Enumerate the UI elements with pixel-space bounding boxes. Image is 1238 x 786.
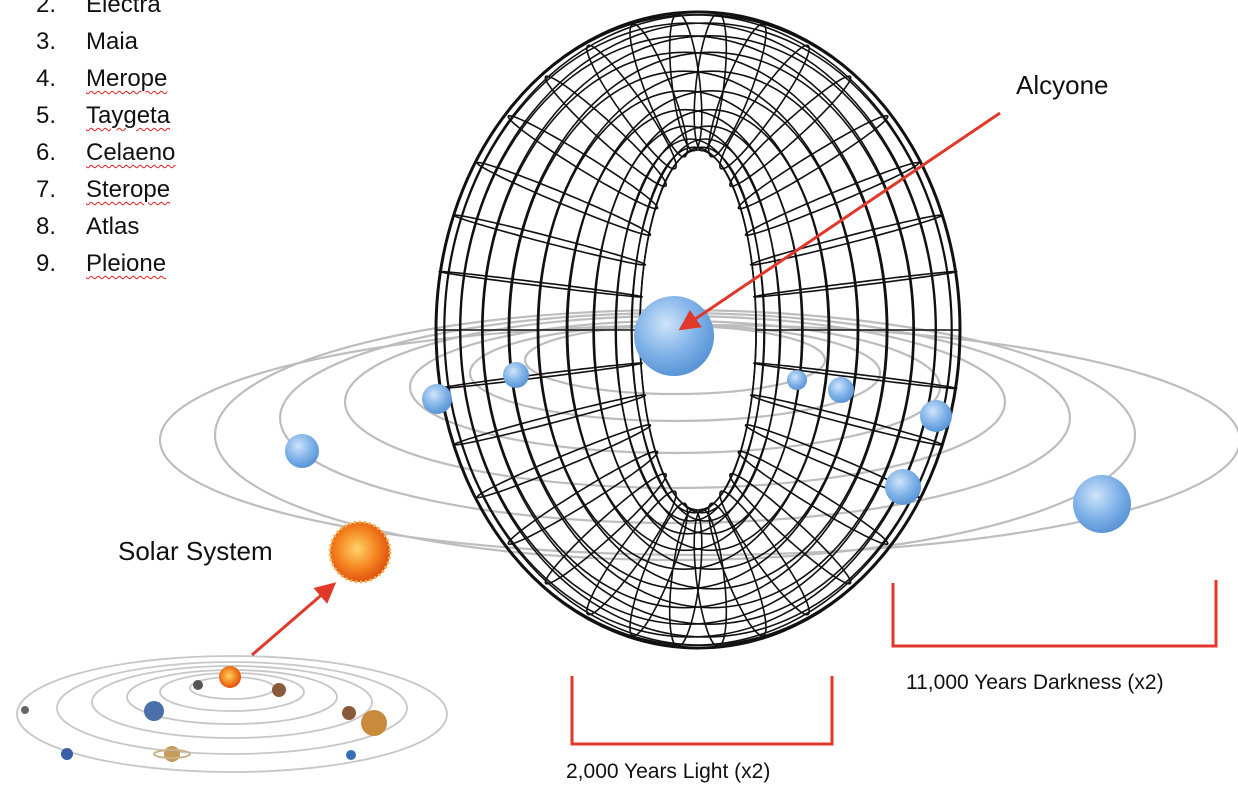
planet xyxy=(787,370,807,390)
saturn-ring xyxy=(153,749,191,759)
torus-meridian xyxy=(507,450,659,546)
star-name: Electra xyxy=(86,0,161,18)
torus-meridian xyxy=(744,161,920,236)
star-name: Celaeno xyxy=(86,139,176,166)
torus-meridian xyxy=(544,75,668,188)
alcyone-arrow xyxy=(678,111,1001,331)
torus-meridian xyxy=(476,161,652,236)
star-name: Sterope xyxy=(86,176,171,203)
torus-meridian xyxy=(728,75,852,188)
solar-system-arrow xyxy=(251,582,337,657)
torus-parallel xyxy=(614,125,803,535)
star-name: Maia xyxy=(86,28,139,55)
solar-planet xyxy=(21,706,29,714)
solar-system-label: Solar System xyxy=(118,536,273,566)
torus-parallel xyxy=(592,108,830,552)
torus-meridian xyxy=(728,472,852,585)
light-bracket xyxy=(570,676,834,746)
solar-planet xyxy=(164,746,180,762)
planet xyxy=(920,400,952,432)
alcyone-label: Alcyone xyxy=(1016,70,1109,100)
darkness-bracket xyxy=(891,580,1218,648)
torus-meridian xyxy=(737,450,889,546)
solar-planet xyxy=(193,680,203,690)
planet xyxy=(1073,475,1131,533)
torus-meridian xyxy=(476,424,652,499)
planet xyxy=(828,377,854,403)
solar-planet xyxy=(272,683,286,697)
sun-icon xyxy=(219,666,241,688)
list-item: 3.Maia xyxy=(36,28,139,55)
list-item: 4.Merope xyxy=(36,65,168,92)
solar-orbit xyxy=(91,665,373,739)
torus-parallel xyxy=(458,22,953,638)
light-label: 2,000 Years Light (x2) xyxy=(566,760,771,783)
solar-planet xyxy=(144,701,164,721)
star-name: Pleione xyxy=(86,250,167,277)
list-item: 5.Taygeta xyxy=(36,102,171,129)
torus-meridian xyxy=(585,44,677,170)
alcyone-star xyxy=(634,296,714,376)
list-item: 9.Pleione xyxy=(36,250,167,277)
solar-system-diagram xyxy=(16,655,448,773)
torus-meridian xyxy=(737,114,889,210)
torus-parallel xyxy=(482,51,889,609)
planet xyxy=(285,434,319,468)
torus-parallel xyxy=(565,90,859,570)
torus-meridian xyxy=(544,472,668,585)
planet xyxy=(503,362,529,388)
star-name: Merope xyxy=(86,65,168,92)
torus-meridian xyxy=(585,490,677,616)
solar-planet xyxy=(361,710,387,736)
list-item: 2.Electra xyxy=(36,0,175,23)
star-name: Atlas xyxy=(86,213,140,240)
planet xyxy=(422,384,452,414)
list-item: 8.Atlas xyxy=(36,213,140,240)
torus-parallel xyxy=(537,90,831,570)
pleiades-star-list: 2.Electra 3.Maia 4.Merope 5.Taygeta 6.Ce… xyxy=(36,0,175,282)
torus-parallel xyxy=(566,108,804,552)
planet xyxy=(885,469,921,505)
solar-planet xyxy=(342,706,356,720)
torus-meridian xyxy=(507,114,659,210)
list-item: 7.Sterope xyxy=(36,176,171,203)
alcyone-planets xyxy=(285,362,1131,533)
torus-parallel xyxy=(508,70,860,590)
darkness-label: 11,000 Years Darkness (x2) xyxy=(906,671,1164,694)
torus-parallel xyxy=(507,51,914,609)
solar-orbit xyxy=(56,661,408,755)
torus-parallel xyxy=(536,70,888,590)
torus-meridian xyxy=(719,490,811,616)
torus-outline xyxy=(434,10,962,650)
solar-orbit xyxy=(16,655,448,773)
solar-planet xyxy=(346,750,356,760)
torus-parallel xyxy=(630,138,781,522)
sun-icon xyxy=(328,520,392,584)
solar-planet xyxy=(61,748,73,760)
list-item: 6.Celaeno xyxy=(36,139,176,166)
torus-parallel xyxy=(480,34,937,626)
torus-meridian xyxy=(719,44,811,170)
star-name: Taygeta xyxy=(86,102,171,129)
